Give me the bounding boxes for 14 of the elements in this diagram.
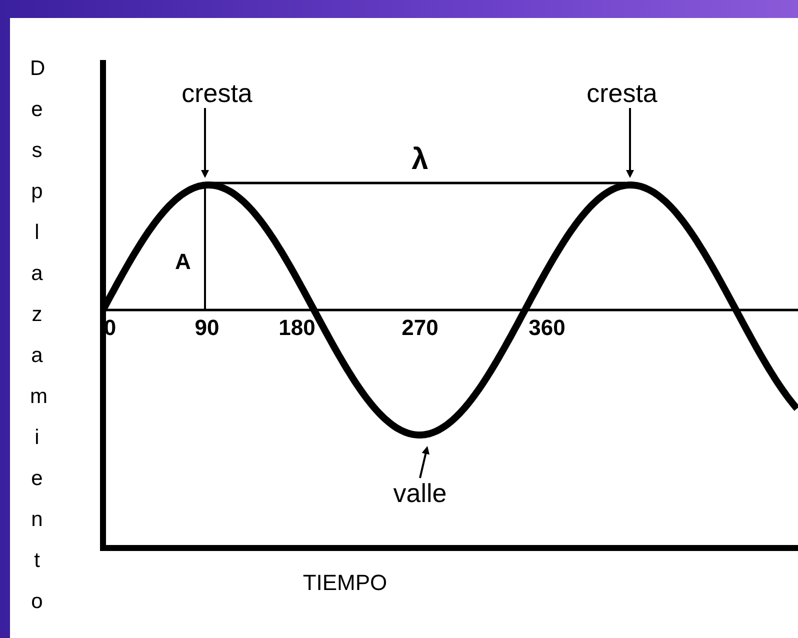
axis-title: Desplazamiento [30, 56, 44, 615]
callout-label: cresta [182, 80, 252, 106]
axis-title: TIEMPO [302, 572, 388, 594]
leader-arrow [201, 108, 209, 178]
leader-arrow [419, 446, 430, 478]
amplitude-symbol: A [175, 251, 191, 273]
axis-tick-label: 360 [528, 317, 566, 339]
wavelength-symbol: λ [412, 145, 428, 175]
axis-tick-label: 270 [402, 317, 438, 339]
callout-label: valle [393, 480, 447, 506]
axis-tick-label: 180 [278, 317, 316, 339]
leader-arrow [626, 108, 634, 178]
axis-tick-label: 90 [194, 317, 220, 339]
callout-label: cresta [586, 80, 658, 106]
